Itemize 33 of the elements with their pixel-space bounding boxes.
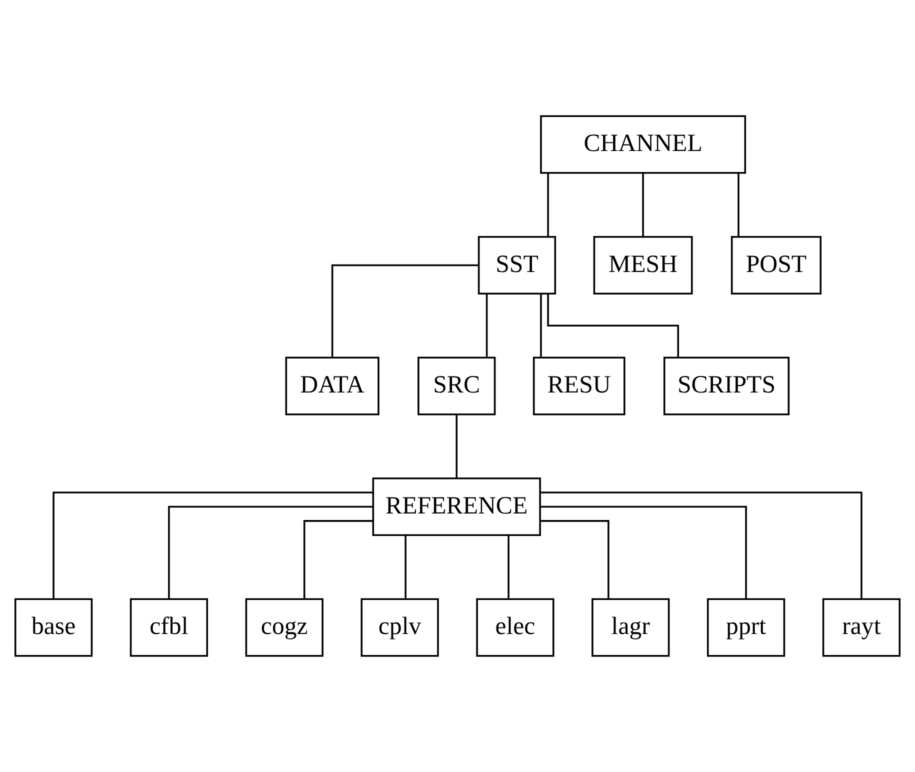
node-box: DATA	[285, 356, 380, 416]
node-box: POST	[730, 236, 822, 295]
node-box: rayt	[822, 598, 901, 657]
node-box: elec	[476, 598, 554, 657]
connector	[642, 173, 644, 236]
node-box: lagr	[592, 598, 670, 657]
connector	[738, 173, 740, 236]
connector	[456, 414, 458, 478]
node-box: SST	[478, 236, 556, 295]
connector	[168, 506, 373, 599]
node-box: base	[14, 598, 93, 657]
node-box: REFERENCE	[372, 477, 541, 536]
node-box: pprt	[706, 598, 786, 657]
node-box: cplv	[360, 598, 439, 657]
connector	[540, 520, 610, 599]
node-box: cogz	[245, 598, 324, 657]
connector	[486, 294, 488, 357]
connector	[540, 492, 862, 599]
connector	[508, 535, 510, 598]
node-box: CHANNEL	[540, 115, 746, 174]
connector	[331, 264, 479, 358]
connector	[52, 492, 374, 599]
node-box: cfbl	[130, 598, 208, 657]
connector	[540, 506, 747, 599]
connector	[404, 535, 406, 598]
connector	[547, 294, 680, 358]
node-box: SRC	[418, 356, 496, 416]
connector	[540, 294, 542, 357]
node-box: RESU	[532, 356, 626, 416]
connector	[547, 173, 549, 236]
connector	[303, 520, 372, 599]
node-box: SCRIPTS	[663, 356, 790, 416]
node-box: MESH	[593, 236, 693, 295]
